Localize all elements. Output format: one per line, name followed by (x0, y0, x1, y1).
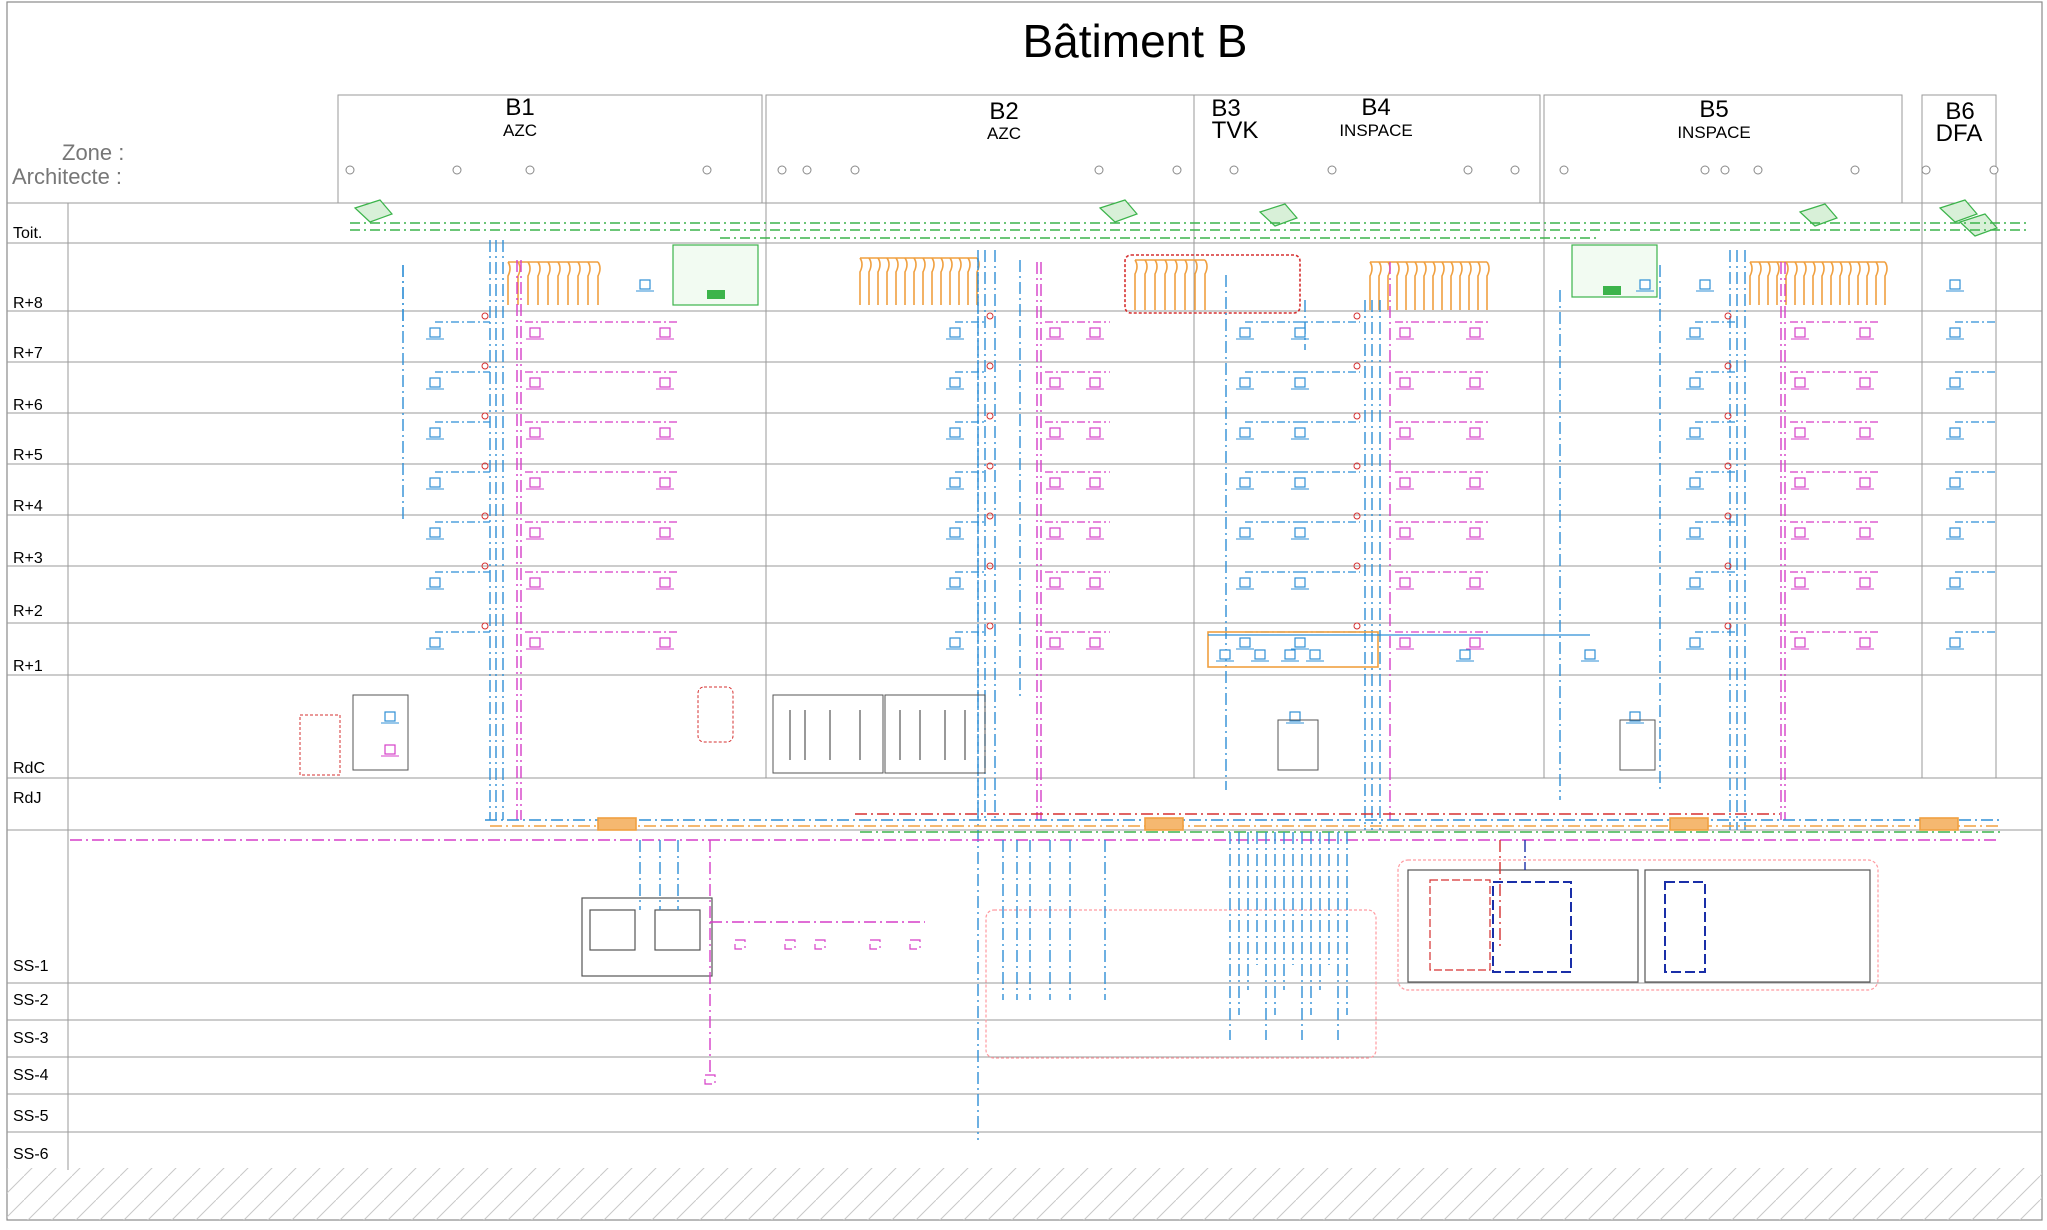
basement-rooms (581, 859, 1879, 1059)
rdc-panels (299, 686, 1656, 776)
building-headers (337, 94, 1997, 204)
building-architect-b4: INSPACE (1339, 121, 1413, 140)
architect-label: Architecte : (12, 164, 123, 189)
level-label: SS-6 (13, 1146, 49, 1163)
building-code-b5: B5 (1699, 96, 1729, 123)
blue-risers (402, 240, 1746, 1140)
level-label: R+7 (13, 345, 43, 362)
level-label: R+4 (13, 498, 43, 515)
basement-drops (639, 832, 1526, 1085)
roof-green-trunk (350, 222, 2030, 239)
rdc-panel-gear (789, 710, 966, 760)
building-architect-b1: AZC (503, 121, 537, 140)
level-label: R+6 (13, 397, 43, 414)
floor-equipment (381, 279, 1995, 757)
riser-bubbles (345, 165, 1999, 175)
building-architect-b2: AZC (987, 124, 1021, 143)
building-code-b2: B2 (989, 98, 1019, 125)
magenta-risers (516, 260, 1786, 820)
level-label: R+1 (13, 658, 43, 675)
foundation-hatch (7, 1168, 2042, 1220)
rdj-trunk (70, 813, 2000, 841)
level-label: SS-1 (13, 958, 49, 975)
roof-equipment (353, 199, 1999, 237)
building-code-b4: B4 (1361, 94, 1391, 121)
building-architect-b3: TVK (1211, 117, 1259, 144)
page-title: Bâtiment B (1022, 15, 1248, 67)
zone-label: Zone : (62, 140, 125, 165)
orange-cable-fans (507, 254, 1888, 314)
level-label: RdC (13, 760, 46, 777)
level-label: Toit. (13, 225, 43, 242)
level-label: SS-3 (13, 1030, 49, 1047)
building-code-b6: B6 (1945, 98, 1975, 125)
level-label: SS-5 (13, 1108, 49, 1125)
building-architect-b5: INSPACE (1677, 123, 1751, 142)
level-label: R+2 (13, 603, 43, 620)
level-label: RdJ (13, 790, 42, 807)
level-label: R+5 (13, 447, 43, 464)
level-label: R+8 (13, 295, 43, 312)
building-code-b3: B3 (1211, 95, 1241, 122)
building-separators (67, 95, 1997, 1170)
level-label: SS-4 (13, 1067, 49, 1084)
level-label: SS-2 (13, 992, 49, 1009)
green-cabinet-cores (707, 286, 1621, 299)
building-code-b1: B1 (505, 94, 535, 121)
level-label: R+3 (13, 550, 43, 567)
building-architect-b6: DFA (1935, 120, 1983, 147)
